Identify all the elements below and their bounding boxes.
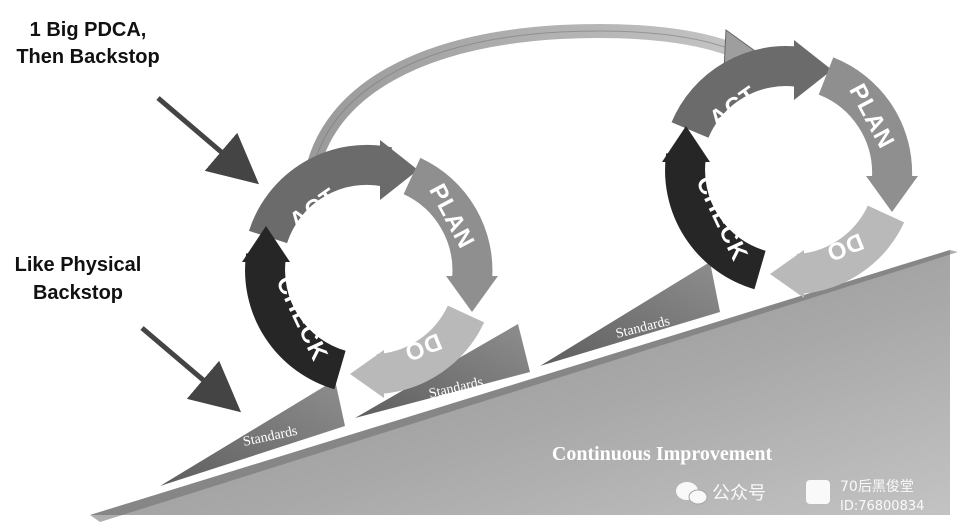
pointer-arrow-2 [140,326,242,413]
plan-arrowhead [866,176,918,212]
annotation-line-1: 1 Big PDCA, [30,19,147,41]
ramp-edge [90,250,958,522]
pdca-cycle-left: ACT PLAN DO CHECK [242,140,498,398]
plan-arrowhead [446,276,498,312]
annotation-line-1: Like Physical [15,254,142,276]
account-avatar-icon [806,480,830,504]
continuous-improvement-ramp: Continuous Improvement [90,250,958,522]
annotation-big-pdca: 1 Big PDCA, Then Backstop [16,19,260,185]
watermark-channel: 公众号 [712,483,766,504]
annotation-physical-backstop: Like Physical Backstop [15,254,242,413]
plan-segment [403,157,493,282]
watermark-author: 70后黑俊堂 [840,479,914,495]
curve-outline [311,30,739,173]
watermark: 公众号 70后黑俊堂 ID:76800834 [676,479,924,514]
ramp-label: Continuous Improvement [552,443,773,465]
wedge-shape [540,262,720,366]
act-segment [671,46,803,139]
check-arrowhead [662,126,710,162]
do-arrowhead [770,250,804,298]
do-segment [796,204,905,294]
act-segment [248,144,393,244]
plan-segment [818,57,913,179]
do-segment [376,304,485,394]
wechat-icon [676,482,708,505]
act-arrowhead [794,40,832,100]
act-arrowhead [380,140,418,200]
pointer-arrow-1 [156,96,260,185]
do-arrowhead [350,350,384,398]
check-segment [245,253,347,390]
watermark-id: ID:76800834 [840,499,924,514]
annotation-line-2: Then Backstop [16,46,159,68]
wedge-shape [160,380,345,486]
check-segment [665,153,767,290]
pdca-cycle-right: ACT PLAN DO CHECK [662,40,918,298]
annotation-line-2: Backstop [33,282,123,304]
check-arrowhead [242,226,290,262]
